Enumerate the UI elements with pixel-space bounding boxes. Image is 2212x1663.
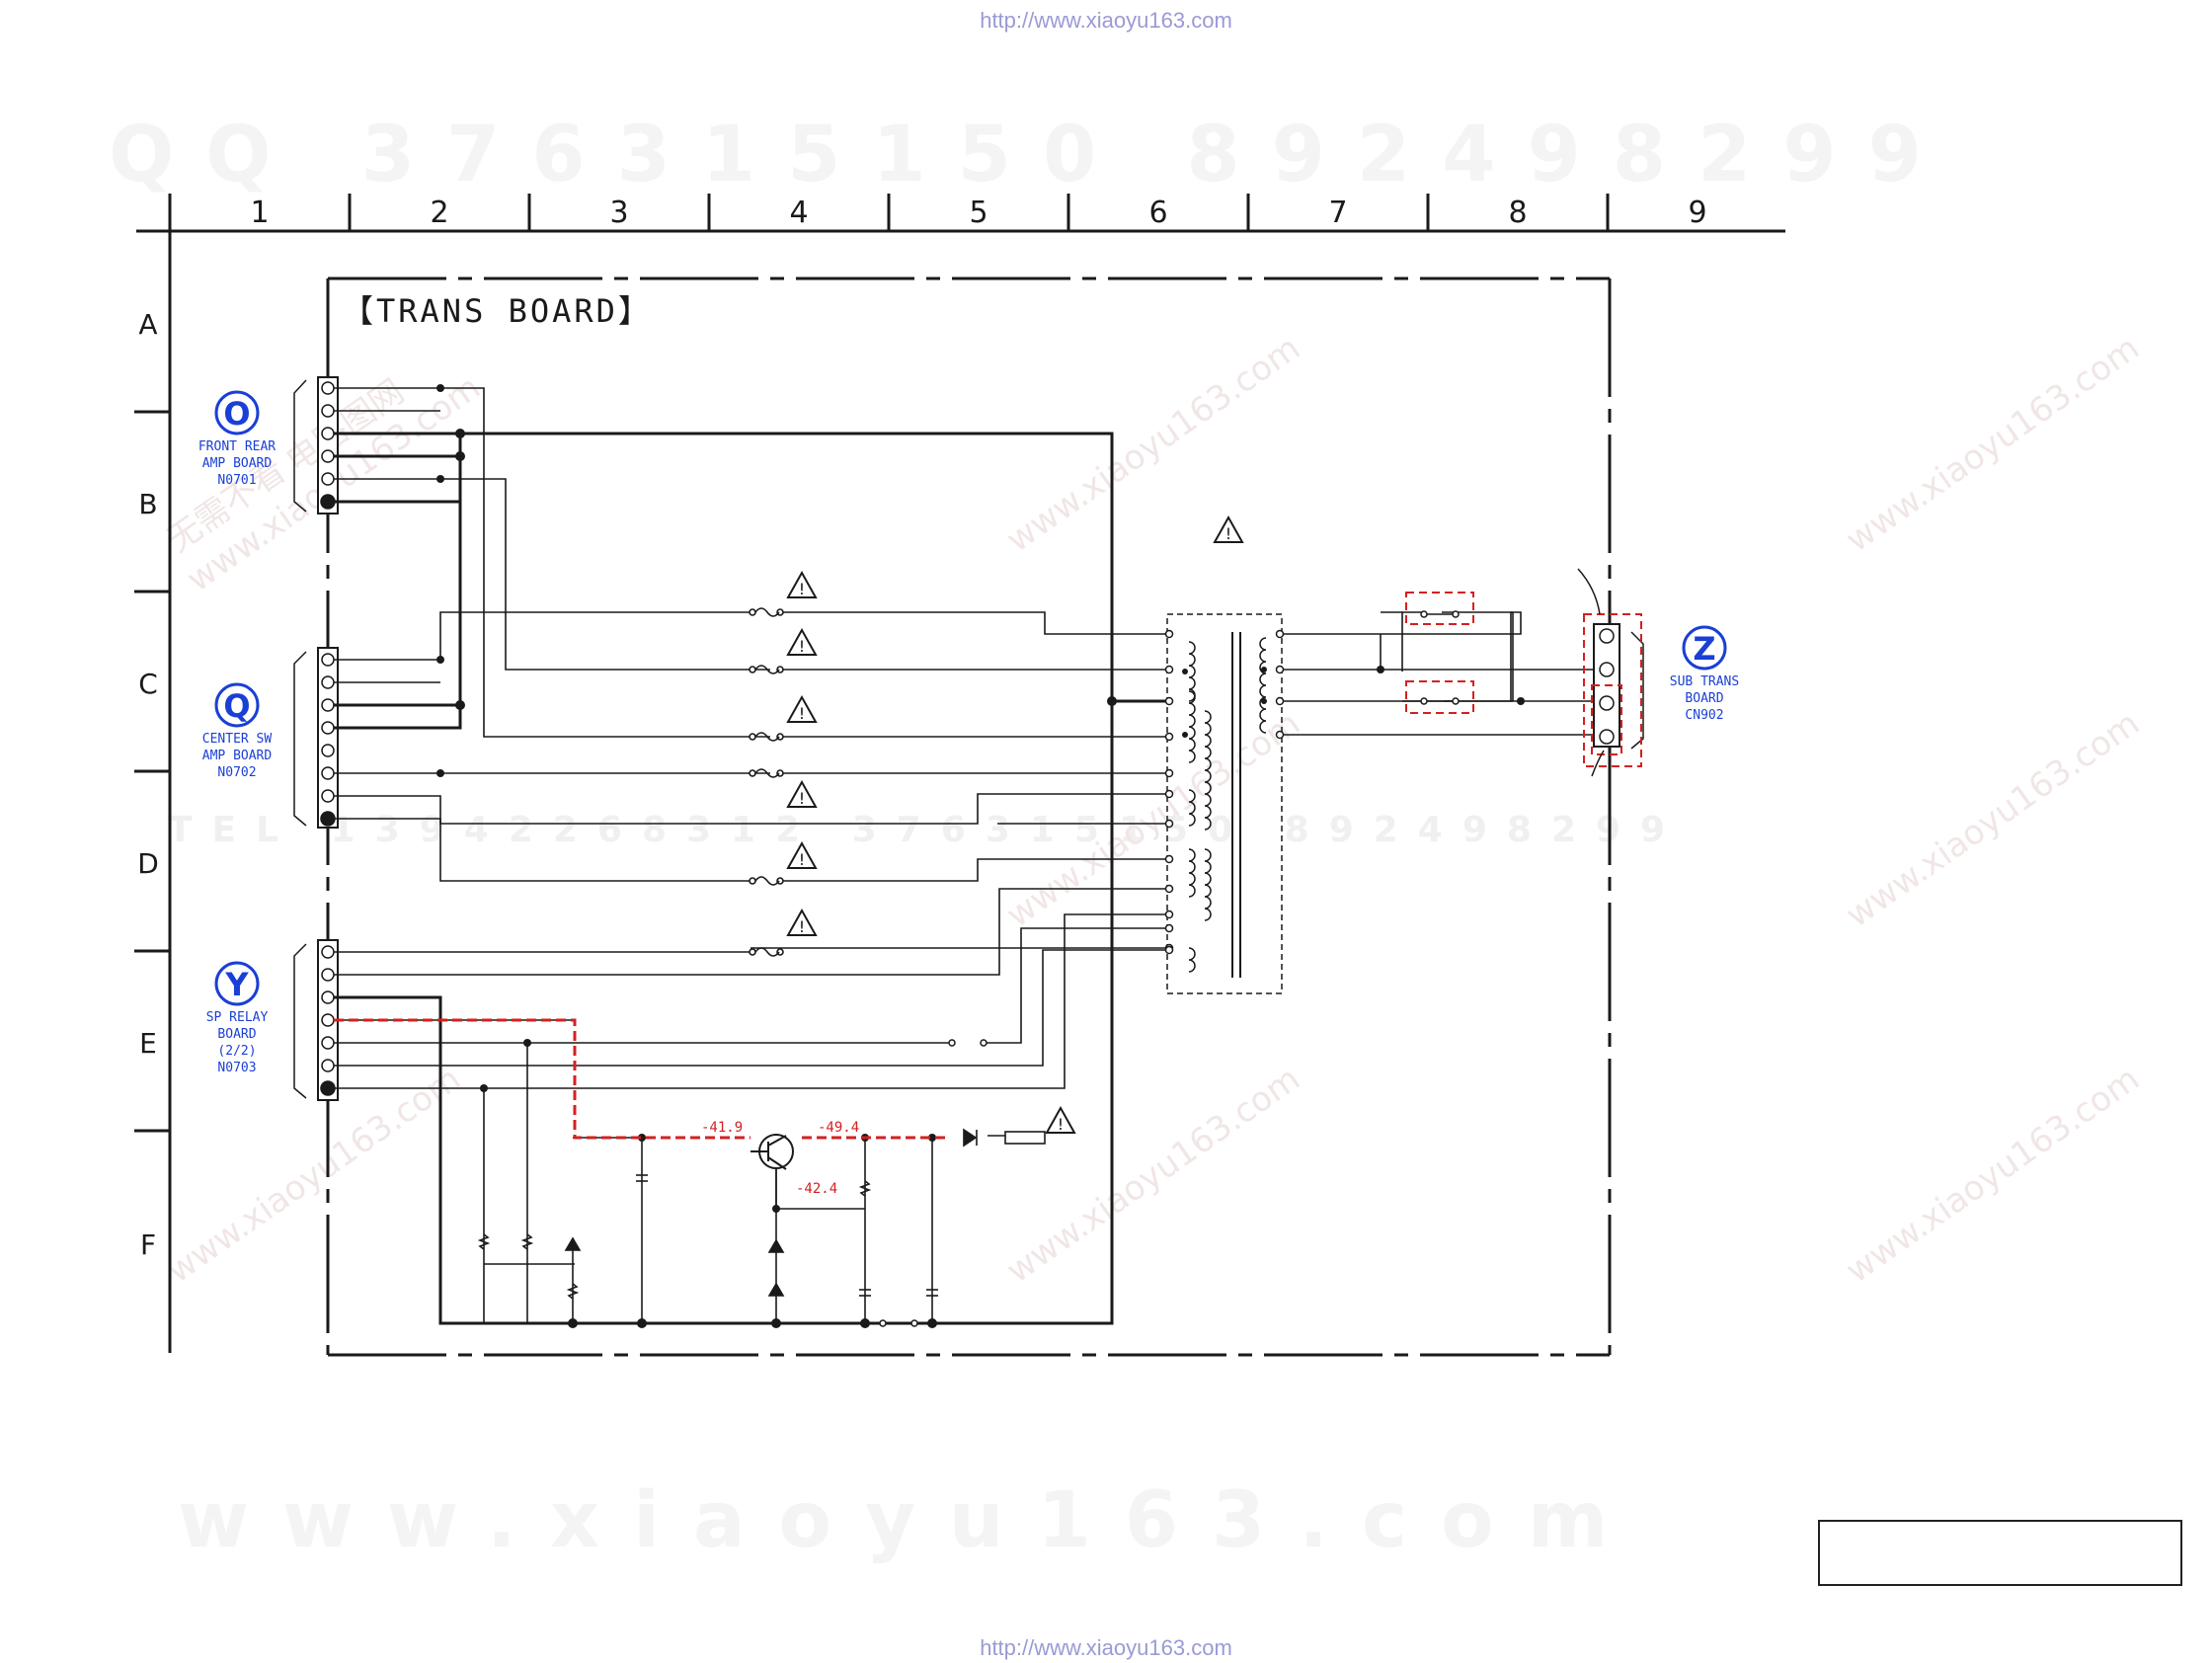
voltage-path	[334, 1018, 948, 1140]
svg-text:!: !	[799, 637, 805, 656]
connector-q-line3: N0702	[217, 765, 256, 780]
connector-y-symbol: Y	[224, 966, 249, 1003]
grid-col-4: 4	[789, 196, 808, 230]
connector-q-symbol: Q	[223, 687, 250, 725]
warning-icon: !	[786, 627, 818, 656]
grid-row-labels: A B C D E F	[137, 308, 159, 1261]
connector-q-line2: AMP BOARD	[202, 749, 273, 763]
connector-z	[1577, 568, 1644, 777]
watermark-qq: QQ 376315150 892498299	[109, 111, 1953, 199]
diag-wm-4-url: www.xiaoyu163.com	[1839, 704, 2147, 936]
grid-column-labels: 1 2 3 4 5 6 7 8 9	[250, 196, 1706, 230]
connector-z-line3: CN902	[1685, 708, 1723, 723]
grid-row-b: B	[138, 488, 157, 520]
svg-text:!: !	[799, 850, 805, 869]
board-outline	[326, 277, 1612, 1357]
svg-text:!: !	[799, 917, 805, 936]
voltage-collector: -42.4	[796, 1181, 837, 1197]
warning-icon: !	[786, 779, 818, 808]
red-highlight-2	[1405, 680, 1474, 714]
transistor	[750, 1134, 865, 1210]
connector-o	[293, 376, 339, 515]
connector-y	[293, 939, 339, 1101]
grid-col-3: 3	[609, 196, 628, 230]
grid-col-9: 9	[1688, 196, 1706, 230]
junction-dots	[436, 384, 1525, 1328]
lower-components	[477, 1128, 1046, 1300]
connector-o-line2: AMP BOARD	[202, 456, 273, 471]
diag-wm-2-url: www.xiaoyu163.com	[999, 329, 1307, 561]
grid-col-8: 8	[1508, 196, 1527, 230]
diag-wm-7-url: www.xiaoyu163.com	[999, 1060, 1307, 1292]
connector-o-symbol: O	[223, 395, 250, 433]
connector-o-line1: FRONT REAR	[198, 439, 276, 454]
grid-row-c: C	[138, 668, 158, 700]
watermark-site: www.xiaoyu163.com	[178, 1476, 1642, 1565]
warning-icon: !	[1213, 515, 1244, 543]
warning-icon: !	[1045, 1105, 1076, 1134]
title-block-box	[1818, 1520, 2182, 1586]
svg-text:!: !	[1058, 1115, 1064, 1134]
fuse-5	[749, 876, 784, 886]
board-title: 【TRANS BOARD】	[342, 292, 653, 330]
diag-wm-5-url: www.xiaoyu163.com	[999, 704, 1307, 936]
watermark-middle: TEL 13942268312 376315150 892498299	[168, 810, 1686, 850]
connector-labels: O FRONT REAR AMP BOARD N0701 Q CENTER SW…	[198, 390, 1739, 1075]
header-url[interactable]: http://www.xiaoyu163.com	[980, 8, 1232, 33]
wiring	[334, 387, 1600, 1324]
svg-text:!: !	[1225, 524, 1231, 543]
svg-text:!: !	[799, 789, 805, 808]
fuse-2	[749, 665, 784, 674]
voltage-base: -41.9	[701, 1120, 743, 1136]
svg-text:!: !	[799, 704, 805, 723]
warning-icons: ! ! ! ! ! ! ! !	[786, 515, 1244, 1134]
warning-icon: !	[786, 694, 818, 723]
red-highlight-1	[1405, 592, 1474, 625]
connector-y-line1: SP RELAY	[206, 1010, 269, 1025]
connector-z-symbol: Z	[1693, 630, 1715, 668]
footer-url[interactable]: http://www.xiaoyu163.com	[980, 1635, 1232, 1660]
diagonal-watermarks: 无需不看 电路图网 www.xiaoyu163.com www.xiaoyu16…	[160, 329, 2147, 1292]
grid-col-2: 2	[430, 196, 448, 230]
connector-y-line3: (2/2)	[217, 1044, 256, 1059]
connector-z-line1: SUB TRANS	[1670, 674, 1739, 689]
switch-bottom	[879, 1319, 918, 1327]
grid-col-1: 1	[250, 196, 269, 230]
warning-icon: !	[786, 840, 818, 869]
grid-row-f: F	[140, 1228, 156, 1261]
connector-z-line2: BOARD	[1685, 691, 1723, 706]
switch	[948, 1039, 988, 1047]
grid-col-5: 5	[969, 196, 988, 230]
connector-q	[293, 647, 339, 829]
thick-rails	[334, 432, 1167, 1325]
fuse-4	[749, 768, 784, 778]
fuse-1	[749, 607, 784, 617]
svg-text:!: !	[799, 580, 805, 598]
grid-row-a: A	[138, 308, 157, 341]
fuses	[749, 607, 784, 957]
grid-row-d: D	[137, 847, 159, 880]
diag-wm-8-url: www.xiaoyu163.com	[1839, 1060, 2147, 1292]
warning-icon: !	[786, 570, 818, 598]
warning-icon: !	[786, 908, 818, 936]
transformer	[1164, 613, 1285, 994]
secondary-switches	[1420, 610, 1460, 705]
diag-wm-3-url: www.xiaoyu163.com	[1839, 329, 2147, 561]
grid-row-e: E	[139, 1027, 157, 1060]
connector-y-line2: BOARD	[217, 1027, 256, 1042]
connector-o-line3: N0701	[217, 473, 256, 488]
grid-frame	[134, 194, 1785, 1353]
fuse-6	[749, 947, 784, 957]
grid-col-6: 6	[1148, 196, 1167, 230]
voltage-emitter: -49.4	[818, 1120, 859, 1136]
voltage-labels: -41.9 -49.4 -42.4	[701, 1120, 859, 1197]
connector-y-line4: N0703	[217, 1061, 256, 1075]
diag-wm-6-url: www.xiaoyu163.com	[160, 1060, 468, 1292]
fuse-3	[749, 732, 784, 742]
connector-q-line1: CENTER SW	[202, 732, 273, 747]
grid-col-7: 7	[1328, 196, 1347, 230]
